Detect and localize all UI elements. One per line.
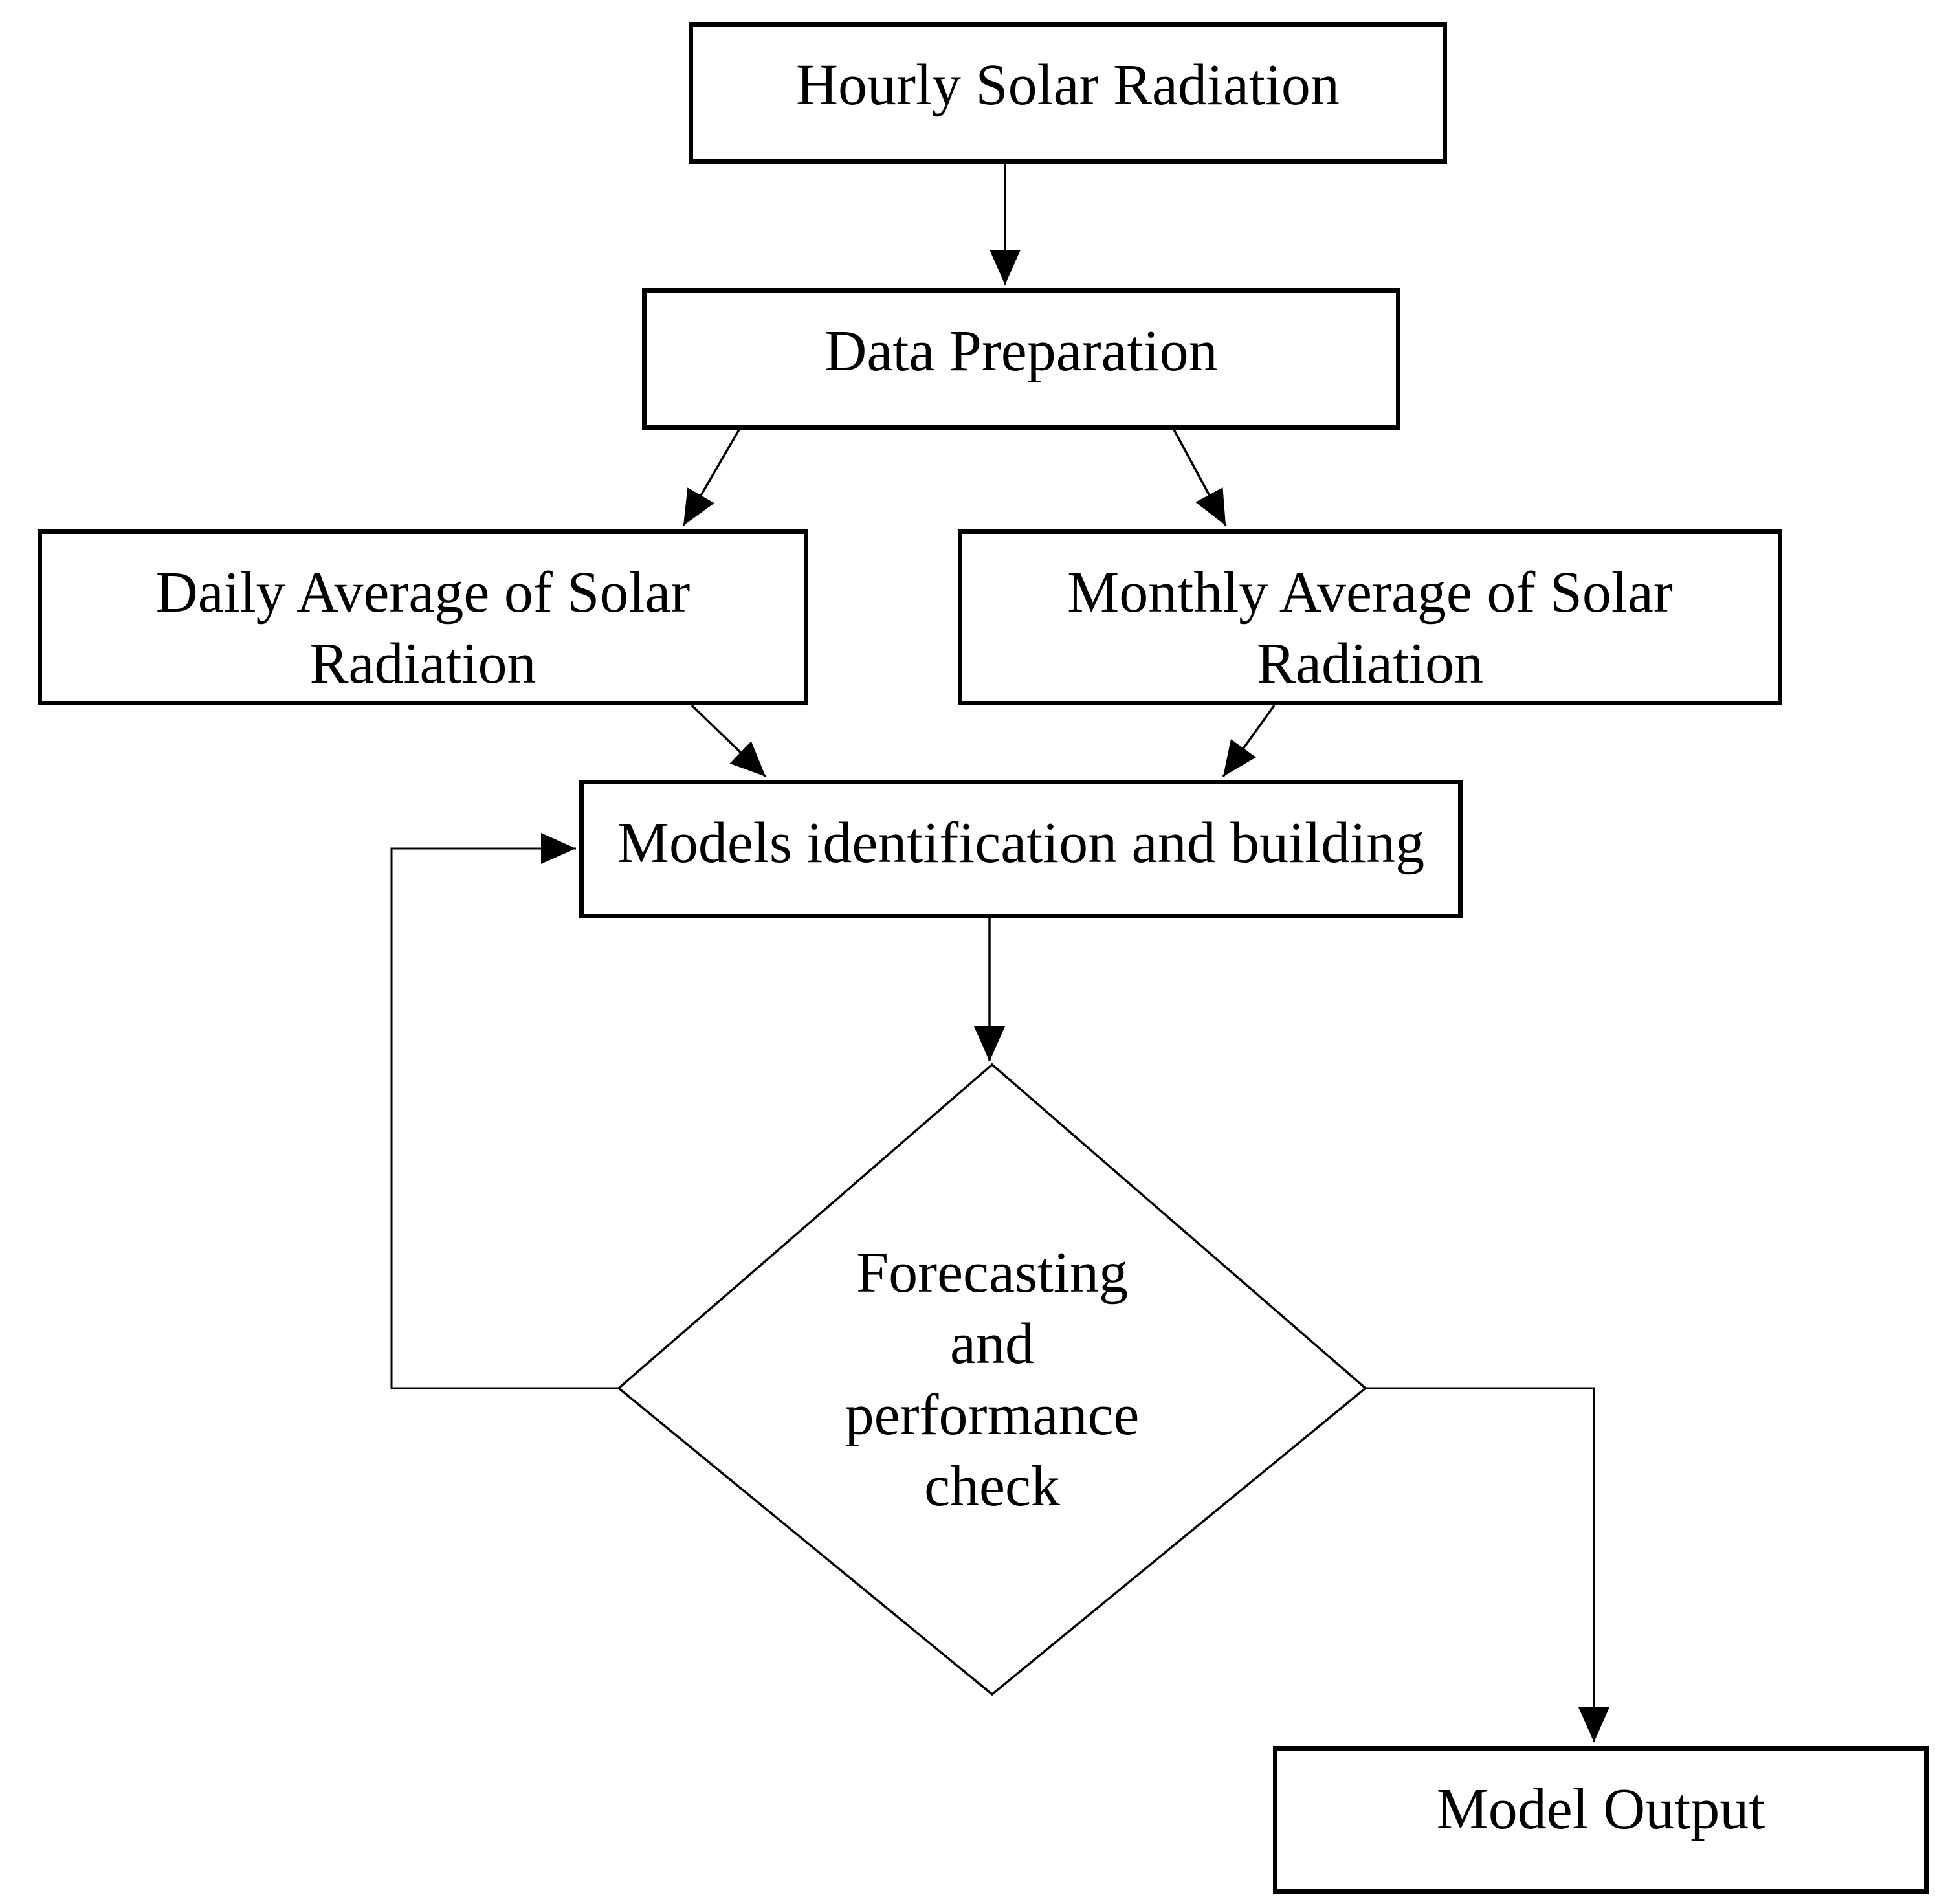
node-models-identification: Models identification and building	[579, 780, 1463, 918]
node-hourly-solar-radiation: Hourly Solar Radiation	[689, 22, 1447, 164]
node-forecasting-check-line1: Forecasting	[856, 1241, 1128, 1305]
node-forecasting-check-line4: check	[924, 1454, 1060, 1518]
node-daily-average-label: Daily Average of Solar Radiation	[155, 560, 691, 696]
node-daily-average: Daily Average of Solar Radiation	[38, 529, 808, 705]
node-hourly-solar-radiation-label: Hourly Solar Radiation	[796, 53, 1340, 117]
edge-forecast-to-output-arrow	[1366, 1387, 1609, 1742]
node-forecasting-check: Forecasting and performance check	[733, 1237, 1251, 1522]
edge-daily-to-models-arrow	[691, 704, 767, 778]
node-models-identification-label: Models identification and building	[617, 811, 1425, 875]
node-monthly-average: Monthly Average of Solar Radiation	[958, 529, 1782, 705]
edge-dataprep-to-daily-arrow	[682, 429, 740, 526]
node-forecasting-check-line2: and	[950, 1312, 1034, 1376]
edge-dataprep-to-monthly-arrow	[1173, 429, 1227, 526]
node-model-output-label: Model Output	[1436, 1777, 1765, 1841]
node-forecasting-check-line3: performance	[845, 1383, 1140, 1447]
edge-forecast-loopback-to-models-arrow	[390, 833, 619, 1389]
node-monthly-average-label: Monthly Average of Solar Radiation	[1067, 560, 1673, 696]
node-data-preparation-label: Data Preparation	[824, 319, 1218, 383]
edge-monthly-to-models-arrow	[1222, 704, 1276, 778]
node-model-output: Model Output	[1273, 1746, 1929, 1894]
node-data-preparation: Data Preparation	[642, 288, 1400, 430]
